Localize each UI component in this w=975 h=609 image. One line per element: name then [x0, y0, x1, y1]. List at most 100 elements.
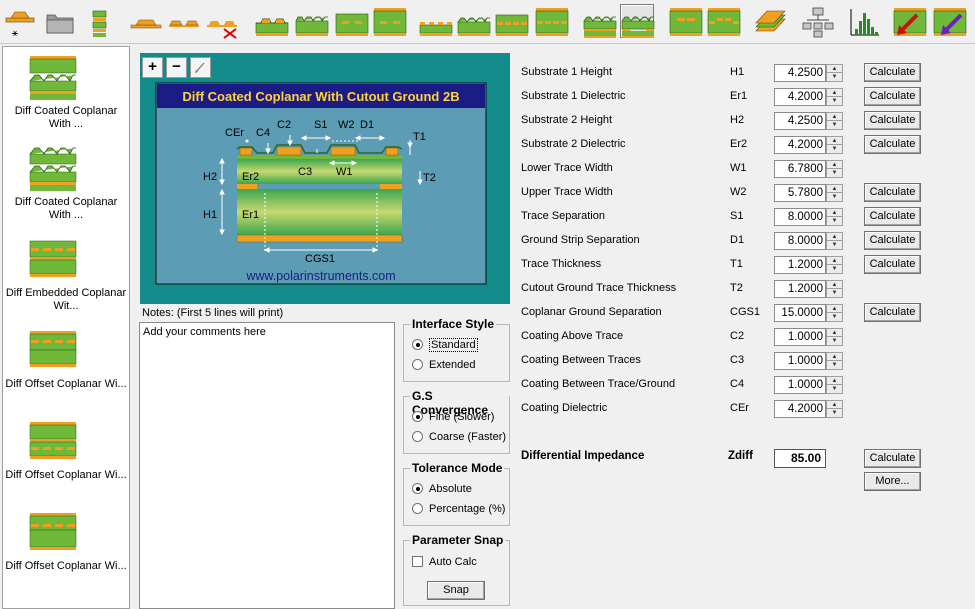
parameter-value-input[interactable]: 4.2500 [774, 112, 826, 130]
spin-up-icon[interactable]: ▲ [827, 137, 842, 145]
parameter-spinner[interactable]: ▲▼ [826, 208, 843, 226]
spin-up-icon[interactable]: ▲ [827, 65, 842, 73]
coplanar-embedded-icon[interactable] [494, 4, 529, 38]
spin-down-icon[interactable]: ▼ [831, 194, 838, 200]
spin-down-icon[interactable]: ▼ [831, 74, 838, 80]
tolerance-absolute-radio[interactable]: Absolute [412, 483, 472, 495]
parameter-spinner[interactable]: ▲▼ [826, 328, 843, 346]
interface-standard-radio[interactable]: Standard [412, 338, 478, 352]
tolerance-percentage-radio[interactable]: Percentage (%) [412, 503, 505, 515]
parameter-spinner[interactable]: ▲▼ [826, 400, 843, 418]
parameter-value-input[interactable]: 1.2000 [774, 280, 826, 298]
spin-up-icon[interactable]: ▲ [827, 401, 842, 409]
structure-list[interactable]: Diff Coated Coplanar With ... Diff Coate… [2, 46, 130, 609]
interface-extended-radio[interactable]: Extended [412, 359, 475, 371]
spin-down-icon[interactable]: ▼ [831, 146, 838, 152]
parameter-calculate-button[interactable]: Calculate [864, 183, 921, 202]
parameter-calculate-button[interactable]: Calculate [864, 231, 921, 250]
spin-down-icon[interactable]: ▼ [831, 338, 838, 344]
parameter-calculate-button[interactable]: Calculate [864, 111, 921, 130]
offset-stripline-2-icon[interactable] [706, 4, 741, 38]
notes-textarea[interactable]: Add your comments here [139, 322, 395, 609]
parameter-value-input[interactable]: 4.2000 [774, 136, 826, 154]
coplanar-coated-icon[interactable] [456, 4, 491, 38]
structure-list-item[interactable]: Diff Offset Coplanar Wi... [3, 506, 129, 594]
spin-up-icon[interactable]: ▲ [827, 329, 842, 337]
spin-down-icon[interactable]: ▼ [831, 98, 838, 104]
spin-down-icon[interactable]: ▼ [831, 314, 838, 320]
double-trace-icon[interactable] [166, 4, 200, 38]
zoom-in-button[interactable]: + [142, 57, 163, 78]
parameter-value-input[interactable]: 1.0000 [774, 352, 826, 370]
diff-coplanar-cutout-icon[interactable] [620, 4, 655, 38]
parameter-value-input[interactable]: 1.0000 [774, 376, 826, 394]
diff-coplanar-coated-icon[interactable] [582, 4, 617, 38]
spin-up-icon[interactable]: ▲ [827, 305, 842, 313]
spin-down-icon[interactable]: ▼ [831, 266, 838, 272]
coplanar-ground-icon[interactable] [534, 4, 569, 38]
parameter-calculate-button[interactable]: Calculate [864, 255, 921, 274]
spin-up-icon[interactable]: ▲ [827, 257, 842, 265]
offset-stripline-icon[interactable] [668, 4, 703, 38]
parameter-spinner[interactable]: ▲▼ [826, 280, 843, 298]
parameter-value-input[interactable]: 4.2000 [774, 400, 826, 418]
parameter-value-input[interactable]: 1.0000 [774, 328, 826, 346]
parameter-calculate-button[interactable]: Calculate [864, 87, 921, 106]
spin-down-icon[interactable]: ▼ [831, 362, 838, 368]
spin-up-icon[interactable]: ▲ [827, 233, 842, 241]
pencil-button[interactable] [190, 57, 211, 78]
purple-arrow-board-icon[interactable] [932, 4, 967, 38]
parameter-spinner[interactable]: ▲▼ [826, 160, 843, 178]
spin-up-icon[interactable]: ▲ [827, 353, 842, 361]
spin-up-icon[interactable]: ▲ [827, 185, 842, 193]
red-arrow-board-icon[interactable] [892, 4, 927, 38]
parameter-value-input[interactable]: 4.2500 [774, 64, 826, 82]
structure-symbol-icon[interactable]: ⚹ [2, 4, 36, 39]
coplanar-icon[interactable] [418, 4, 453, 38]
parameter-value-input[interactable]: 8.0000 [774, 232, 826, 250]
spin-down-icon[interactable]: ▼ [831, 290, 838, 296]
spin-down-icon[interactable]: ▼ [831, 242, 838, 248]
structure-list-item[interactable]: Diff Coated Coplanar With ... [3, 51, 129, 139]
parameter-spinner[interactable]: ▲▼ [826, 112, 843, 130]
parameter-spinner[interactable]: ▲▼ [826, 184, 843, 202]
broadside-icon[interactable] [752, 4, 786, 38]
structure-list-item[interactable]: Diff Embedded Coplanar Wit... [3, 233, 129, 321]
structure-list-item[interactable]: Diff Offset Coplanar Wi... [3, 415, 129, 503]
coated-multi-icon[interactable] [294, 4, 329, 38]
network-icon[interactable] [800, 4, 834, 38]
spin-down-icon[interactable]: ▼ [831, 122, 838, 128]
parameter-spinner[interactable]: ▲▼ [826, 352, 843, 370]
gs-fine-radio[interactable]: Fine (Slower) [412, 411, 494, 423]
gs-coarse-radio[interactable]: Coarse (Faster) [412, 431, 506, 443]
parameter-spinner[interactable]: ▲▼ [826, 304, 843, 322]
spin-down-icon[interactable]: ▼ [831, 410, 838, 416]
parameter-calculate-button[interactable]: Calculate [864, 207, 921, 226]
spin-up-icon[interactable]: ▲ [827, 113, 842, 121]
parameter-spinner[interactable]: ▲▼ [826, 88, 843, 106]
parameter-spinner[interactable]: ▲▼ [826, 256, 843, 274]
parameter-value-input[interactable]: 4.2000 [774, 88, 826, 106]
snap-button[interactable]: Snap [427, 581, 485, 600]
parameter-value-input[interactable]: 5.7800 [774, 184, 826, 202]
parameter-spinner[interactable]: ▲▼ [826, 232, 843, 250]
parameter-calculate-button[interactable]: Calculate [864, 303, 921, 322]
parameter-spinner[interactable]: ▲▼ [826, 64, 843, 82]
parameter-spinner[interactable]: ▲▼ [826, 376, 843, 394]
surface-trace-icon[interactable] [128, 4, 162, 38]
parameter-value-input[interactable]: 1.2000 [774, 256, 826, 274]
spin-down-icon[interactable]: ▼ [831, 218, 838, 224]
impedance-value[interactable]: 85.00 [774, 449, 826, 468]
parameter-value-input[interactable]: 6.7800 [774, 160, 826, 178]
embedded-icon[interactable] [334, 4, 369, 38]
spin-up-icon[interactable]: ▲ [827, 89, 842, 97]
stack-icon[interactable] [82, 4, 116, 38]
auto-calc-checkbox[interactable]: Auto Calc [412, 556, 477, 568]
parameter-calculate-button[interactable]: Calculate [864, 63, 921, 82]
structure-list-item[interactable]: Diff Coated Coplanar With ... [3, 142, 129, 230]
trace-no-ground-icon[interactable] [204, 4, 238, 39]
impedance-calculate-button[interactable]: Calculate [864, 449, 921, 468]
parameter-value-input[interactable]: 15.0000 [774, 304, 826, 322]
embedded-coated-icon[interactable] [372, 4, 407, 38]
folder-icon[interactable] [42, 4, 76, 38]
